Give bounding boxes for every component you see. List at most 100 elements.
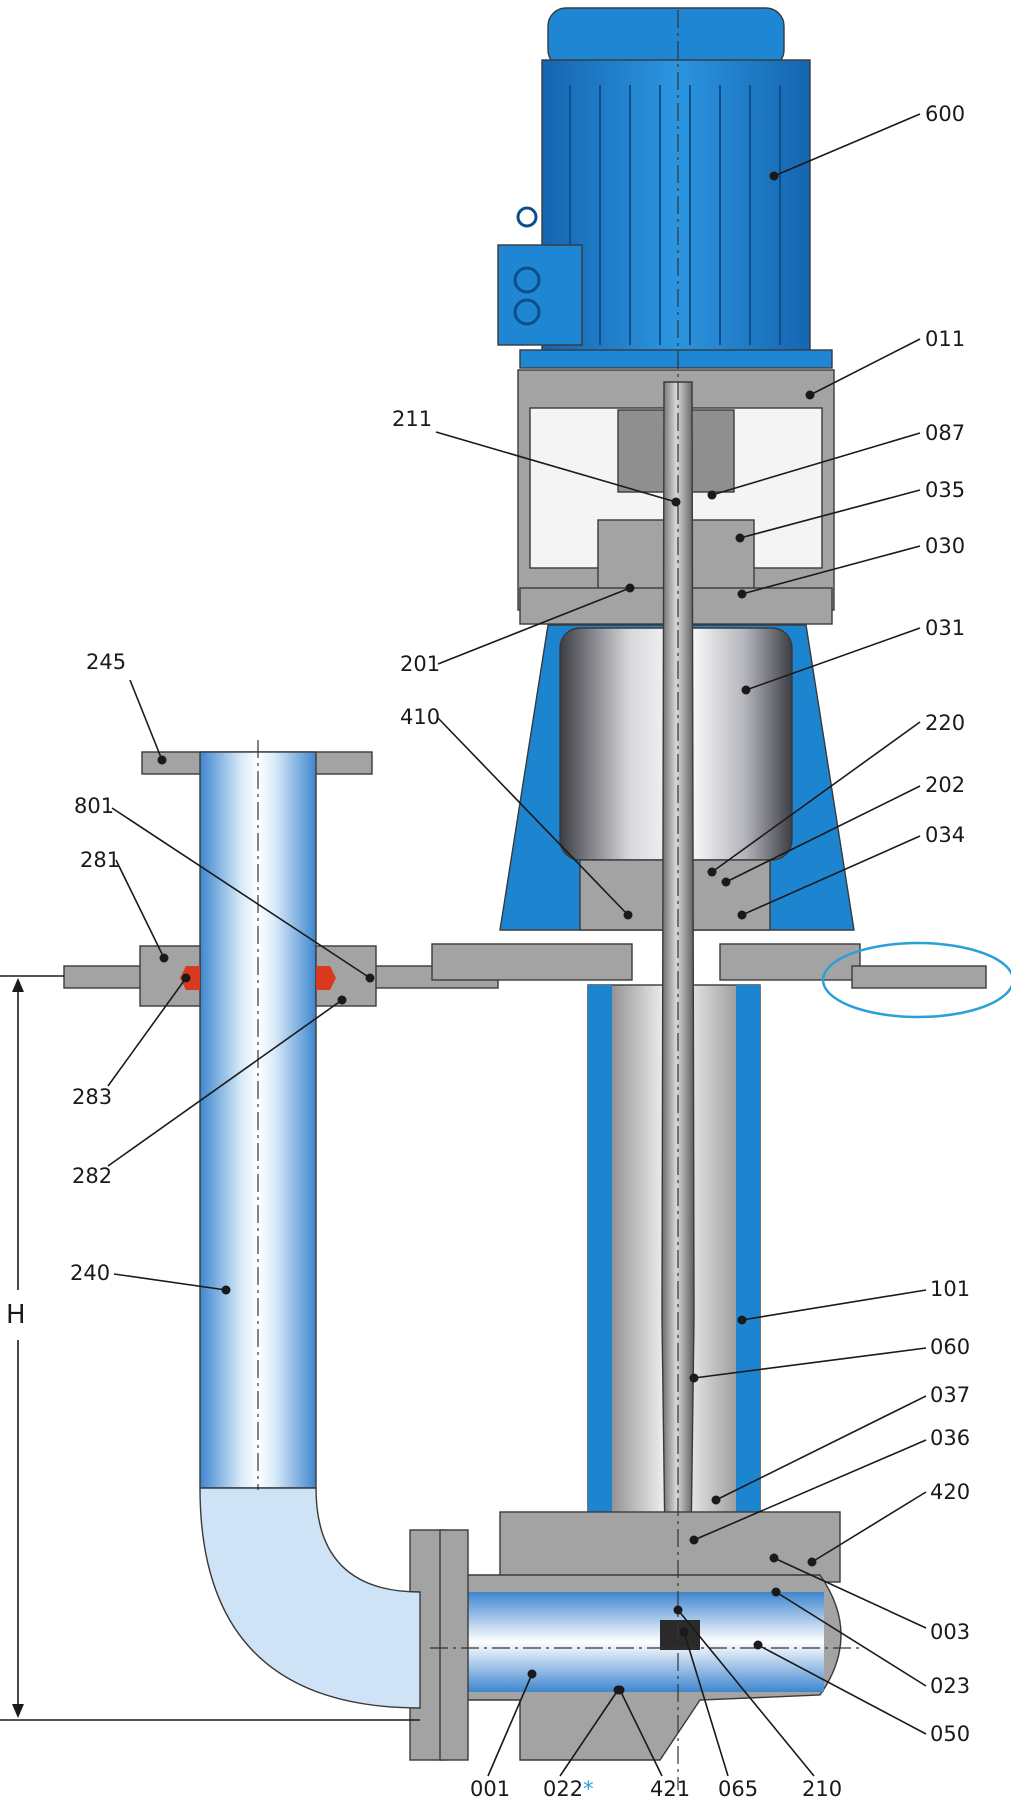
label-065: 065: [718, 1777, 758, 1801]
leader-line: [809, 338, 921, 396]
leader-line: [487, 1673, 533, 1777]
part-labels: 600 011 211 087 035 030 201 031 245 410 …: [6, 102, 970, 1801]
label-410: 410: [400, 705, 440, 729]
label-003: 003: [930, 1620, 970, 1644]
leader-line: [107, 977, 187, 1087]
label-202: 202: [925, 773, 965, 797]
casing-cover: [499, 1511, 841, 1583]
label-050: 050: [930, 1722, 970, 1746]
leader-dot: [807, 1557, 817, 1567]
leader-dot: [769, 171, 779, 181]
leader-dot: [707, 490, 717, 500]
leader-dot: [769, 1553, 779, 1563]
lifting-eye-icon: [516, 206, 538, 228]
leader-dot: [625, 583, 635, 593]
leader-line: [745, 627, 921, 691]
label-421: 421: [650, 1777, 690, 1801]
label-H: H: [6, 1300, 26, 1330]
leader-lines: [107, 113, 927, 1777]
label-001: 001: [470, 1777, 510, 1801]
label-011: 011: [925, 327, 965, 351]
dimension-h: [0, 975, 420, 1721]
leader-line: [677, 1609, 815, 1777]
leader-dot: [181, 973, 191, 983]
leader-dot: [159, 953, 169, 963]
leader-line: [775, 1591, 927, 1687]
label-211: 211: [392, 407, 432, 431]
leader-dot: [527, 1669, 537, 1679]
leader-line: [773, 1557, 927, 1629]
label-031: 031: [925, 616, 965, 640]
label-281: 281: [80, 848, 120, 872]
leader-line: [619, 1689, 663, 1777]
leader-dot: [365, 973, 375, 983]
leader-line: [693, 1347, 927, 1379]
leader-dot: [737, 910, 747, 920]
leader-line: [773, 113, 921, 177]
motor: [497, 7, 833, 369]
leader-dot: [337, 995, 347, 1005]
column-blue-left: [588, 985, 612, 1520]
leader-line: [107, 999, 343, 1167]
leader-dot: [671, 497, 681, 507]
leader-line: [725, 785, 921, 883]
label-034: 034: [925, 823, 965, 847]
seal-ring-right: [316, 966, 336, 990]
leader-dot: [741, 685, 751, 695]
volute-passage: [452, 1592, 824, 1692]
pump-casing: [409, 1511, 842, 1761]
label-283: 283: [72, 1085, 112, 1109]
leader-dot: [771, 1587, 781, 1597]
label-801: 801: [74, 794, 114, 818]
impeller-hub: [660, 1620, 700, 1650]
leader-line: [715, 1395, 927, 1501]
leader-dot: [737, 589, 747, 599]
leader-dot: [689, 1535, 699, 1545]
leader-dot: [157, 755, 167, 765]
leader-line: [741, 835, 921, 916]
label-030: 030: [925, 534, 965, 558]
label-037: 037: [930, 1383, 970, 1407]
motor-base-flange: [519, 349, 833, 369]
leader-dot: [711, 1495, 721, 1505]
leader-dot: [623, 910, 633, 920]
label-022-asterisk: *: [583, 1777, 594, 1801]
leader-dot: [737, 1315, 747, 1325]
label-036: 036: [930, 1426, 970, 1450]
leader-dot: [805, 390, 815, 400]
leader-dot: [673, 1605, 683, 1615]
leader-line: [437, 717, 629, 916]
pipe-bend: [199, 1487, 421, 1709]
label-420: 420: [930, 1480, 970, 1504]
label-035: 035: [925, 478, 965, 502]
label-023: 023: [930, 1674, 970, 1698]
leader-line: [115, 859, 165, 959]
leader-line: [811, 1491, 927, 1563]
pump-shaft: [661, 381, 695, 1621]
leader-line: [693, 1439, 927, 1541]
leader-line: [711, 721, 921, 873]
leader-line: [113, 1273, 227, 1291]
label-201: 201: [400, 652, 440, 676]
label-022-number: 022: [543, 1777, 583, 1801]
label-245: 245: [86, 650, 126, 674]
leader-line: [111, 807, 371, 979]
leader-dot: [615, 1685, 625, 1695]
label-282: 282: [72, 1164, 112, 1188]
label-600: 600: [925, 102, 965, 126]
leader-line: [129, 679, 163, 761]
leader-line: [683, 1631, 729, 1777]
leader-dot: [735, 533, 745, 543]
label-210: 210: [802, 1777, 842, 1801]
terminal-gland-icon: [513, 298, 541, 326]
discharge-pipe: [139, 740, 421, 1709]
motor-body: [541, 59, 811, 361]
leader-line: [559, 1689, 619, 1777]
label-060: 060: [930, 1335, 970, 1359]
leader-dot: [721, 877, 731, 887]
motor-fan-cover: [547, 7, 785, 69]
leader-line: [739, 489, 921, 539]
highlight-ring: [821, 941, 1011, 1019]
leader-line: [741, 1289, 927, 1321]
